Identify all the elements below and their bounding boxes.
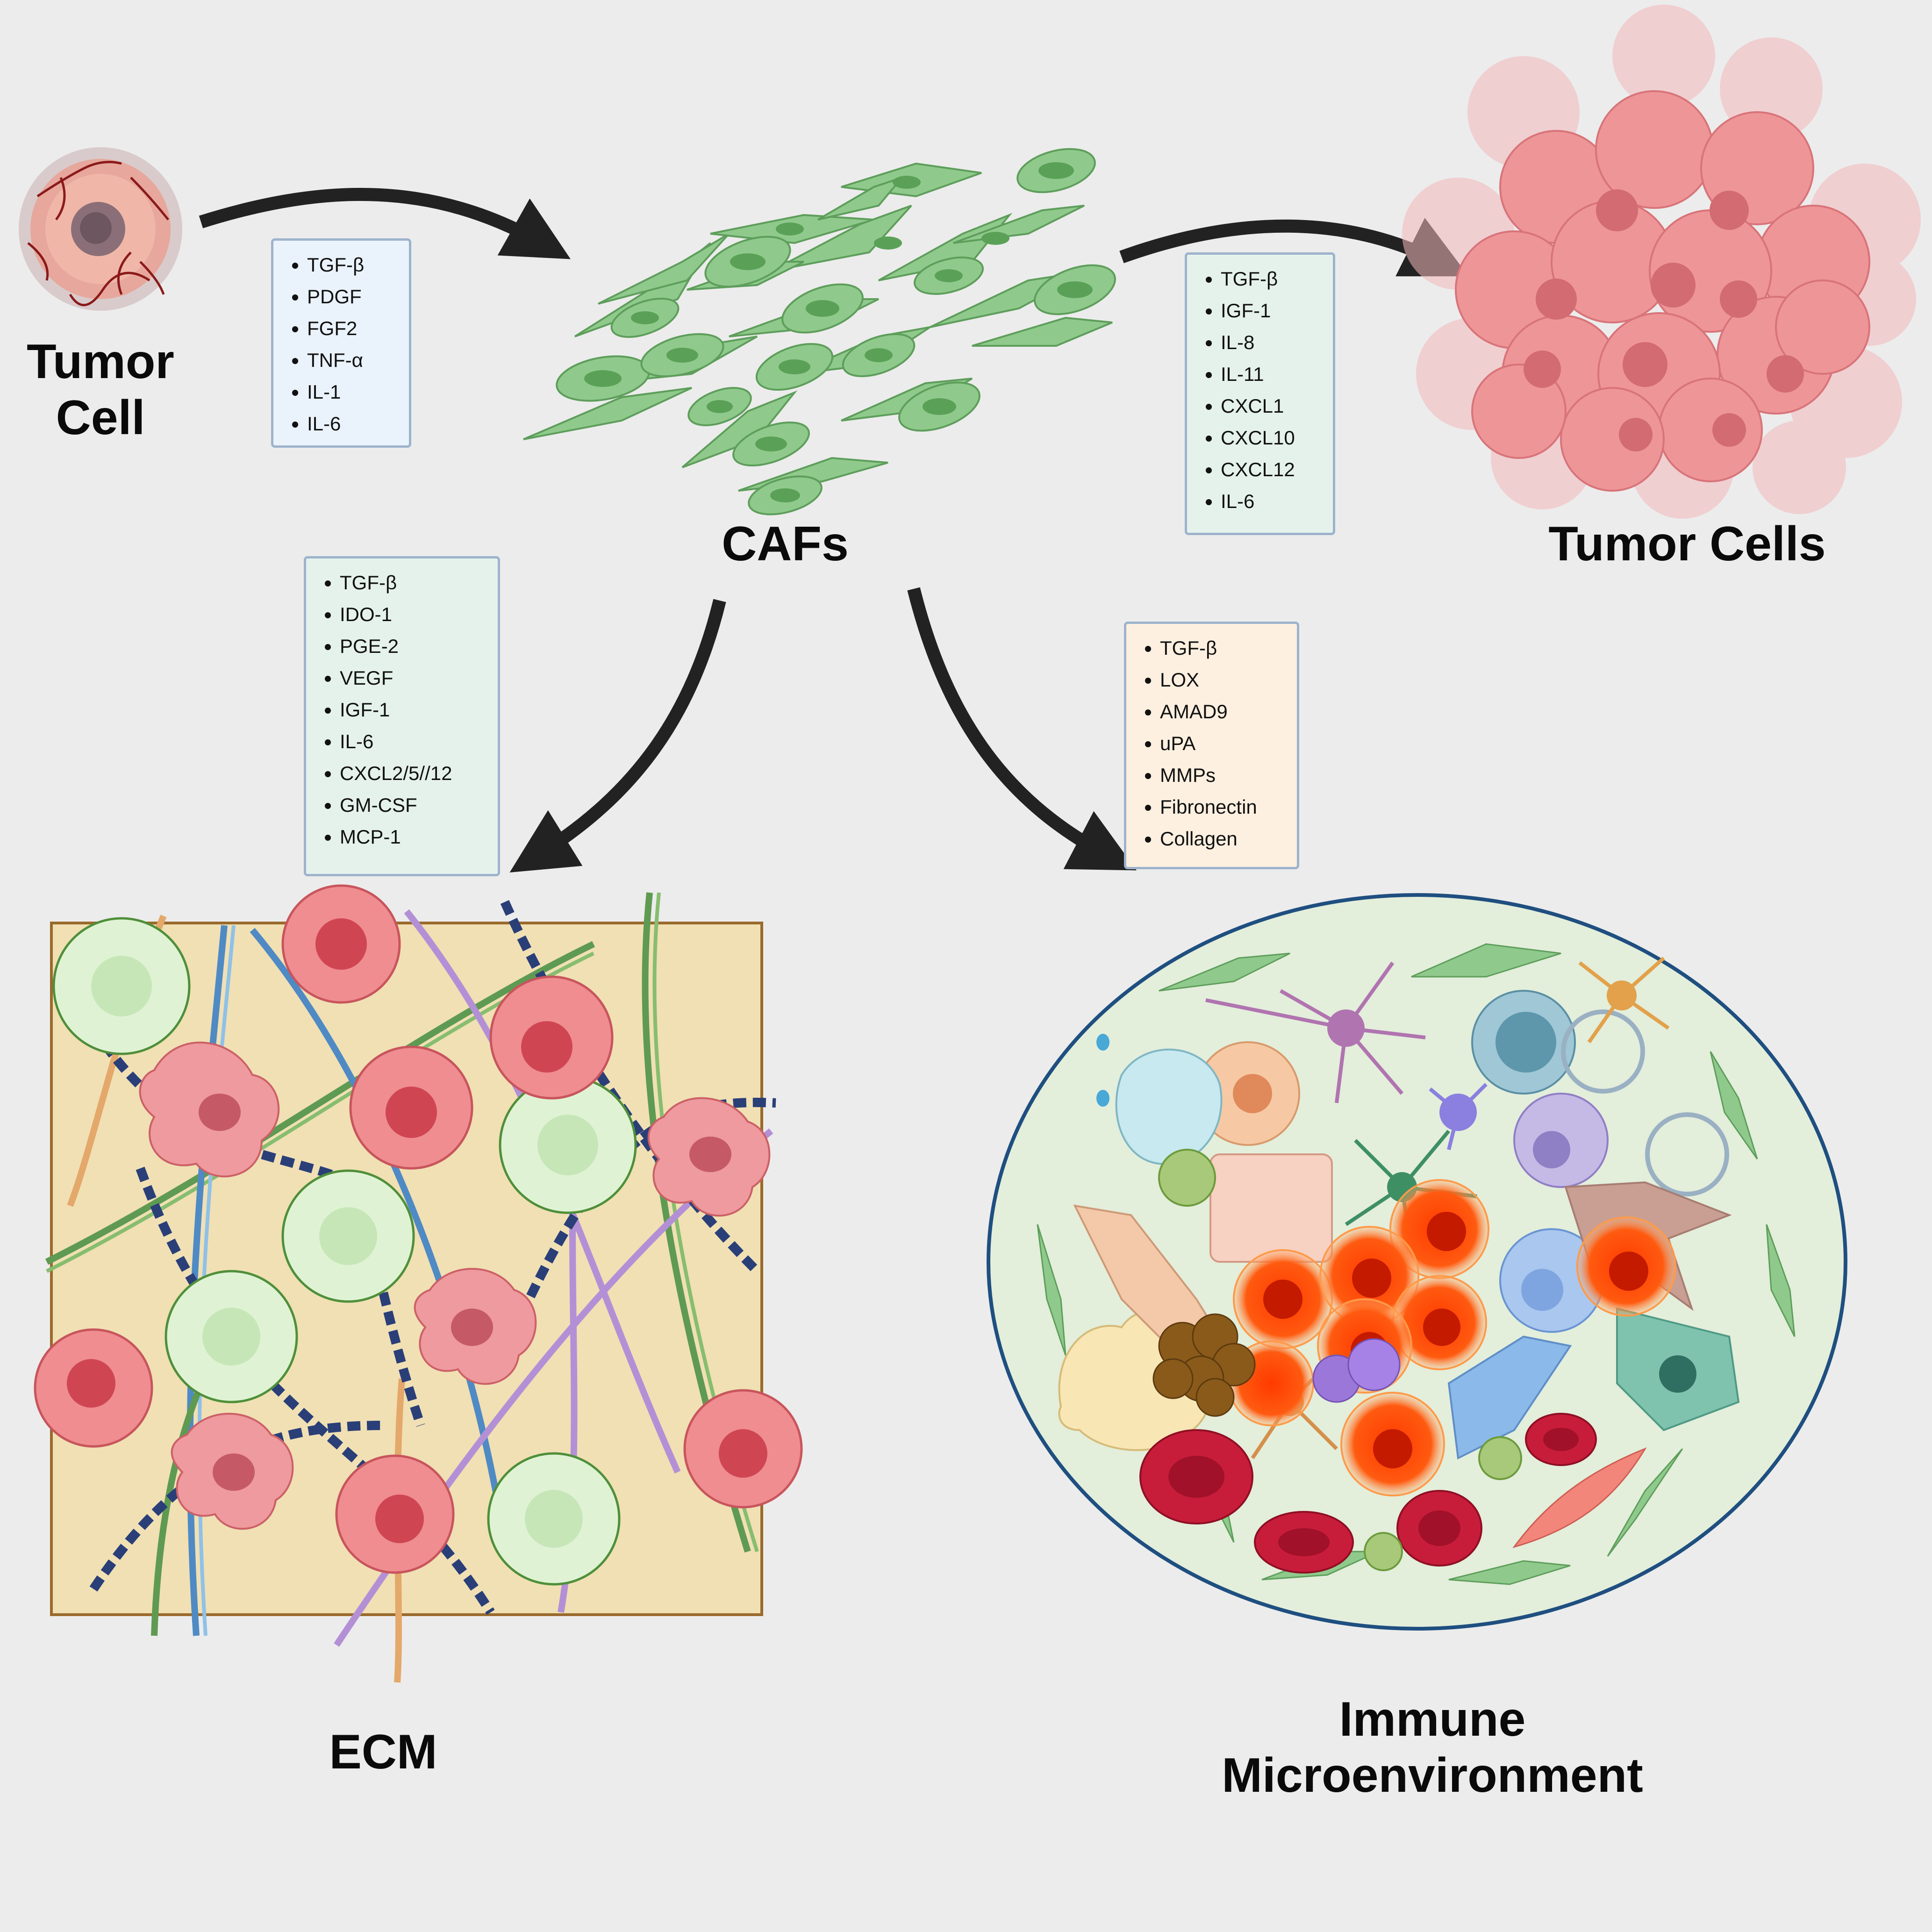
signal-item: AMAD9 [1160,696,1288,728]
ecm-label: ECM [329,1725,437,1779]
signal-item: Collagen [1160,823,1288,855]
tumor-cells-label: Tumor Cells [1548,517,1826,571]
signal-item: TGF-β [1160,632,1288,664]
signal-item: TGF-β [340,567,488,599]
tumor-cell-icon [19,147,182,311]
signals-cafs-to-ecm-list: TGF-βIDO-1PGE-2VEGFIGF-1IL-6CXCL2/5//12G… [315,567,488,853]
signal-item: IL-8 [1221,327,1324,358]
caf-cluster [523,148,1116,515]
immune-microenvironment-panel [987,893,1847,1631]
signal-item: FGF2 [307,313,400,344]
tumor-cells-cluster [1402,5,1921,519]
signal-item: PGE-2 [340,630,488,662]
arrow-cafs-to-ecm [509,599,726,873]
signal-item: LOX [1160,664,1288,696]
cafs-label: CAFs [722,517,849,571]
signals-cafs-to-immune-box: TGF-βLOXAMAD9uPAMMPsFibronectinCollagen [1124,622,1299,869]
arrow-tumor-to-cafs [199,188,571,259]
arrows [199,188,1469,873]
signals-cafs-to-ecm-box: TGF-βIDO-1PGE-2VEGFIGF-1IL-6CXCL2/5//12G… [304,556,500,876]
signal-item: IGF-1 [340,694,488,726]
signal-item: CXCL10 [1221,422,1324,454]
tumor-cell-label: Tumor Cell [27,335,174,445]
signal-item: IL-6 [307,408,400,440]
signal-item: IL-6 [1221,486,1324,517]
signal-item: CXCL1 [1221,390,1324,422]
signals-cafs-to-tumor-list: TGF-βIGF-1IL-8IL-11CXCL1CXCL10CXCL12IL-6 [1196,263,1324,517]
arrow-cafs-to-tumor-cells [1119,218,1469,277]
signal-item: Fibronectin [1160,791,1288,823]
signal-item: TNF-α [307,344,400,376]
signals-cafs-to-immune-list: TGF-βLOXAMAD9uPAMMPsFibronectinCollagen [1136,632,1288,855]
signal-item: MCP-1 [340,821,488,853]
signal-item: uPA [1160,728,1288,759]
arrow-cafs-to-immune [907,587,1137,871]
signals-tumor-to-cafs-list: TGF-βPDGFFGF2TNF-αIL-1IL-6 [283,249,400,440]
caf-nuclei [584,162,1093,502]
signal-item: IL-11 [1221,358,1324,390]
signal-item: CXCL2/5//12 [340,758,488,789]
signal-item: CXCL12 [1221,454,1324,486]
signal-item: IL-1 [307,376,400,408]
signal-item: IGF-1 [1221,295,1324,327]
signal-item: MMPs [1160,759,1288,791]
signal-item: IL-6 [340,726,488,758]
signals-tumor-to-cafs-box: TGF-βPDGFFGF2TNF-αIL-1IL-6 [271,238,411,448]
signal-item: TGF-β [1221,263,1324,295]
signal-item: VEGF [340,662,488,694]
signal-item: PDGF [307,281,400,313]
signal-item: IDO-1 [340,599,488,630]
signals-cafs-to-tumor-box: TGF-βIGF-1IL-8IL-11CXCL1CXCL10CXCL12IL-6 [1185,252,1335,535]
ecm-panel [34,884,803,1683]
signal-item: TGF-β [307,249,400,281]
immune-microenvironment-label: Immune Microenvironment [1222,1692,1643,1803]
signal-item: GM-CSF [340,789,488,821]
